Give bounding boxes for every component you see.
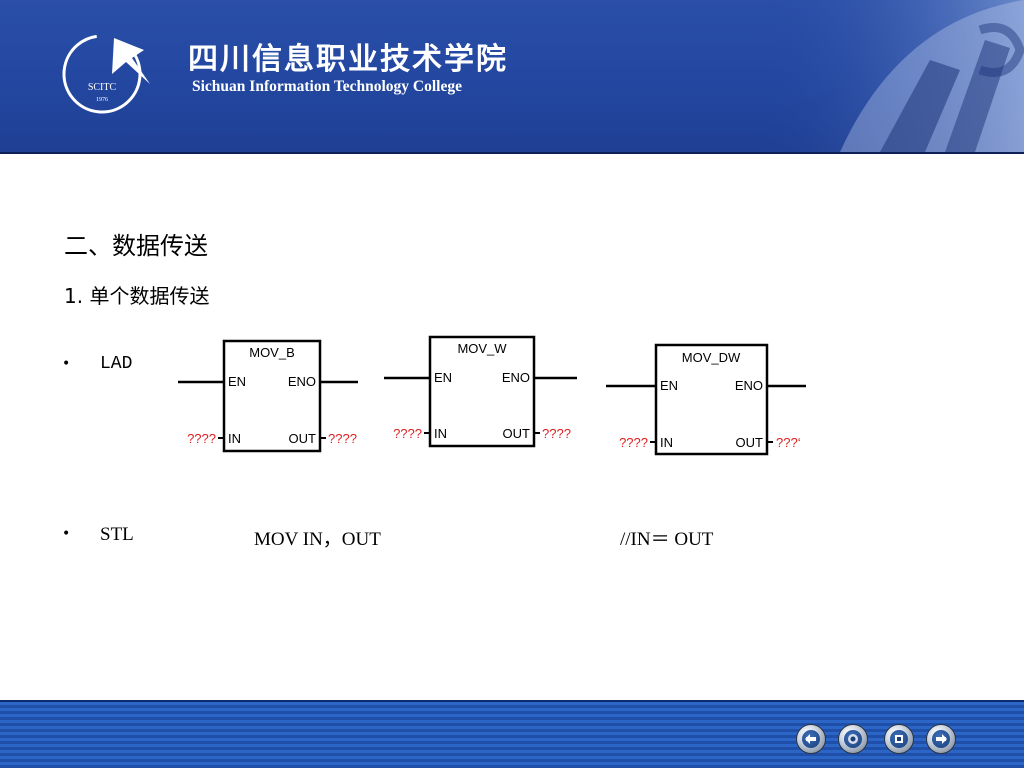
in-pin: IN: [434, 426, 447, 441]
header-decoration: [760, 0, 1024, 152]
lad-block-mov-b: MOV_B EN ENO IN OUT ???? ????: [178, 339, 358, 453]
out-pin: OUT: [736, 435, 764, 450]
in-operand: ????: [393, 426, 422, 441]
in-operand: ????: [187, 431, 216, 446]
in-pin: IN: [228, 431, 241, 446]
out-pin: OUT: [289, 431, 317, 446]
block-title: MOV_W: [457, 341, 507, 356]
out-operand: ???‘: [776, 435, 801, 450]
nav-stop-button[interactable]: [884, 724, 914, 754]
eno-pin: ENO: [735, 378, 763, 393]
footer-divider: [0, 700, 1024, 703]
svg-text:1976: 1976: [96, 97, 108, 103]
header-banner: SCITC 1976 四川信息职业技术学院 Sichuan Informatio…: [0, 0, 1024, 152]
header-divider: [0, 152, 1024, 154]
section-title: 二、数据传送: [64, 232, 208, 260]
nav-home-button[interactable]: [838, 724, 868, 754]
lad-block-mov-dw: MOV_DW EN ENO IN OUT ???? ???‘: [606, 343, 806, 456]
nav-previous-button[interactable]: [796, 724, 826, 754]
out-pin: OUT: [503, 426, 531, 441]
college-name-en: Sichuan Information Technology College: [192, 78, 462, 95]
bullet-lad: •: [62, 356, 71, 372]
footer-bar: [0, 702, 1024, 768]
lad-label: LAD: [100, 354, 133, 374]
stl-instruction: MOV IN，OUT: [254, 529, 381, 550]
block-title: MOV_DW: [682, 350, 741, 365]
stl-label: STL: [100, 524, 134, 545]
circle-home-icon: [844, 730, 862, 748]
arrow-left-icon: [802, 730, 820, 748]
en-pin: EN: [434, 370, 452, 385]
out-operand: ????: [542, 426, 571, 441]
out-operand: ????: [328, 431, 357, 446]
en-pin: EN: [228, 374, 246, 389]
block-title: MOV_B: [249, 345, 295, 360]
eno-pin: ENO: [502, 370, 530, 385]
bullet-stl: •: [62, 526, 71, 542]
eno-pin: ENO: [288, 374, 316, 389]
subsection-title: 1. 单个数据传送: [64, 284, 210, 308]
svg-text:SCITC: SCITC: [88, 82, 117, 93]
lad-block-mov-w: MOV_W EN ENO IN OUT ???? ????: [384, 335, 577, 448]
college-logo: SCITC 1976: [62, 34, 150, 114]
square-stop-icon: [890, 730, 908, 748]
in-pin: IN: [660, 435, 673, 450]
college-name-cn: 四川信息职业技术学院: [188, 42, 508, 77]
arrow-right-icon: [932, 730, 950, 748]
nav-next-button[interactable]: [926, 724, 956, 754]
stl-comment: //IN＝ OUT: [620, 529, 714, 550]
in-operand: ????: [619, 435, 648, 450]
en-pin: EN: [660, 378, 678, 393]
